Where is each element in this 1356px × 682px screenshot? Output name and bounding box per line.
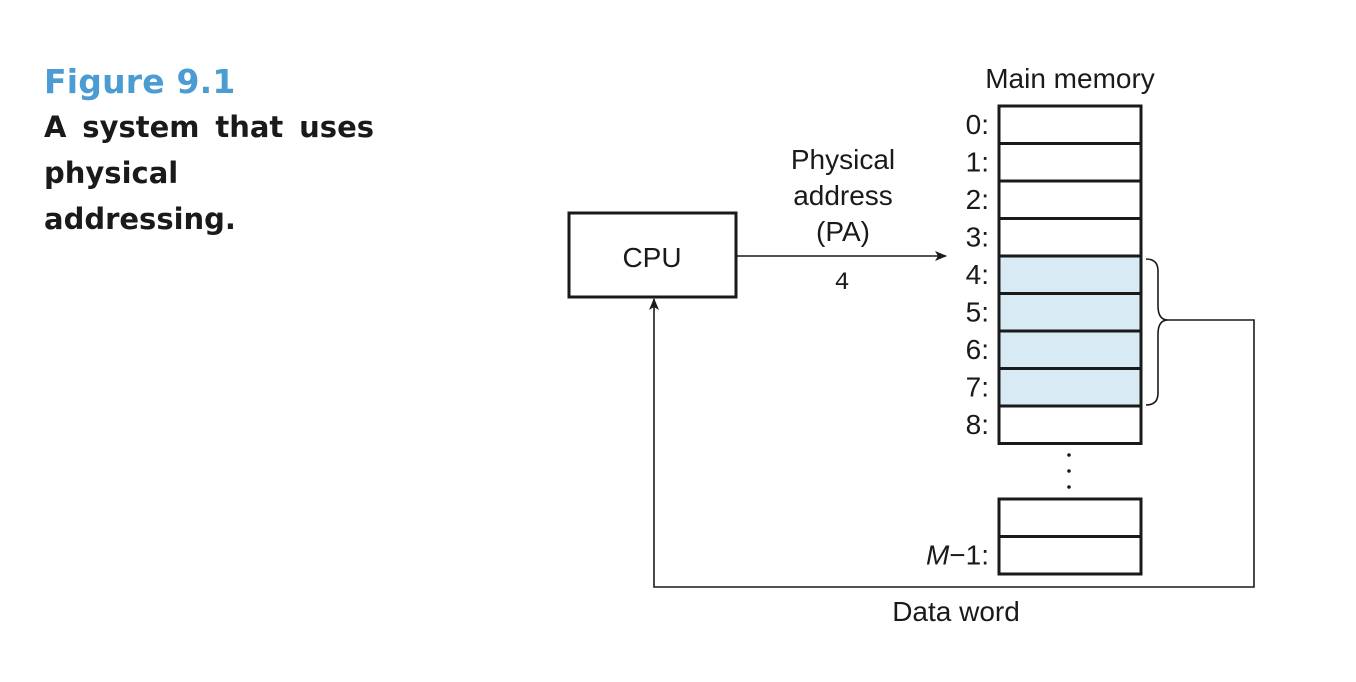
main-memory-title: Main memory (985, 63, 1155, 94)
memory-address-label: 4: (966, 259, 989, 290)
figure-caption-block: Figure 9.1 A system that uses physical a… (44, 60, 374, 242)
data-word-label: Data word (892, 596, 1020, 627)
memory-row: 2: (966, 179, 1143, 220)
memory-cell (997, 404, 1143, 445)
address-value: 4 (834, 268, 849, 297)
address-label-line-1: Physical (791, 144, 895, 175)
memory-row: 3: (966, 217, 1143, 258)
figure-caption: A system that uses physical addressing. (44, 110, 374, 236)
memory-address-label: 3: (966, 222, 989, 253)
memory-size-suffix: −1: (949, 540, 989, 571)
address-label-line-2: address (793, 180, 893, 211)
memory-cell (997, 497, 1143, 538)
memory-address-label: 1: (966, 147, 989, 178)
memory-address-label: 6: (966, 334, 989, 365)
memory-address-label: 0: (966, 109, 989, 140)
memory-row: 5: (966, 292, 1143, 333)
memory-row: 8: (966, 404, 1143, 445)
memory-cell-highlighted (997, 292, 1143, 333)
memory-cell (997, 142, 1143, 183)
memory-row: 6: (966, 329, 1143, 370)
ellipsis-dots (1067, 453, 1071, 489)
memory-address-label: 8: (966, 409, 989, 440)
memory-cell (997, 104, 1143, 145)
memory-address-label-last: M−1: (926, 540, 989, 571)
memory-row: 7: (966, 367, 1143, 408)
figure-number: Figure 9.1 (44, 62, 236, 101)
memory-cell (997, 217, 1143, 258)
memory-cell (997, 179, 1143, 220)
main-memory-bottom: M−1: (926, 497, 1143, 576)
memory-cell (997, 535, 1143, 576)
memory-row (997, 497, 1143, 538)
memory-address-label: 5: (966, 297, 989, 328)
address-label-line-3: (PA) (816, 216, 870, 247)
data-word-brace (1145, 258, 1169, 406)
main-memory: 0: 1: 2: 3: 4: 5: 6: 7: 8: (966, 104, 1143, 445)
physical-address-label: Physical address (PA) (791, 144, 895, 247)
memory-address-label: 2: (966, 184, 989, 215)
memory-cell-highlighted (997, 367, 1143, 408)
cpu-box: CPU (567, 211, 738, 299)
memory-row: 0: (966, 104, 1143, 145)
memory-address-label: 7: (966, 372, 989, 403)
memory-cell-highlighted (997, 254, 1143, 295)
memory-row: M−1: (926, 535, 1143, 576)
cpu-label: CPU (622, 242, 681, 273)
memory-cell-highlighted (997, 329, 1143, 370)
memory-size-symbol: M (926, 540, 950, 571)
memory-row: 4: (966, 254, 1143, 295)
data-word-arrow (649, 298, 1255, 588)
memory-row: 1: (966, 142, 1143, 183)
